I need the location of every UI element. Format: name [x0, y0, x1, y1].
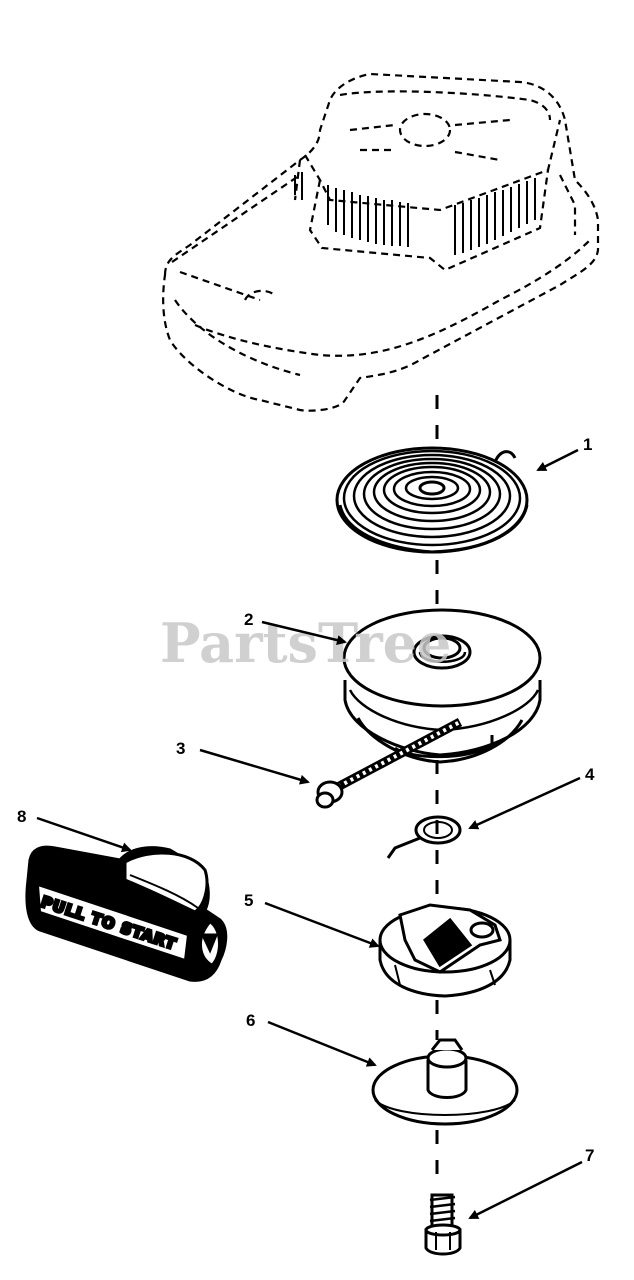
leader-6 — [267, 1020, 377, 1067]
housing-fins — [294, 172, 536, 255]
leader-5 — [264, 901, 380, 948]
callout-7: 7 — [585, 1146, 594, 1165]
leader-1 — [536, 448, 579, 472]
watermark-text: PartsTree — [160, 611, 451, 675]
retainer-clip — [386, 815, 462, 859]
leader-4 — [468, 776, 581, 830]
leader-3 — [199, 748, 310, 785]
starter-handle: PULL TO START — [25, 845, 228, 982]
leader-2 — [261, 620, 347, 645]
leader-7 — [468, 1160, 583, 1220]
callout-labels: 1 2 3 4 5 6 7 8 — [17, 435, 595, 1165]
callout-8: 8 — [17, 807, 26, 826]
leader-8 — [36, 816, 132, 853]
spindle-plate — [371, 1038, 519, 1126]
callout-2: 2 — [244, 610, 253, 629]
screw — [424, 1193, 462, 1256]
callout-6: 6 — [246, 1011, 255, 1030]
starter-rope — [315, 718, 463, 809]
pawl-cam — [378, 903, 512, 998]
leader-lines — [36, 448, 583, 1220]
callout-4: 4 — [585, 765, 595, 784]
starter-housing — [162, 72, 600, 412]
callout-5: 5 — [244, 891, 253, 910]
callout-3: 3 — [176, 739, 185, 758]
rewind-spring — [335, 446, 529, 554]
callout-1: 1 — [583, 435, 592, 454]
